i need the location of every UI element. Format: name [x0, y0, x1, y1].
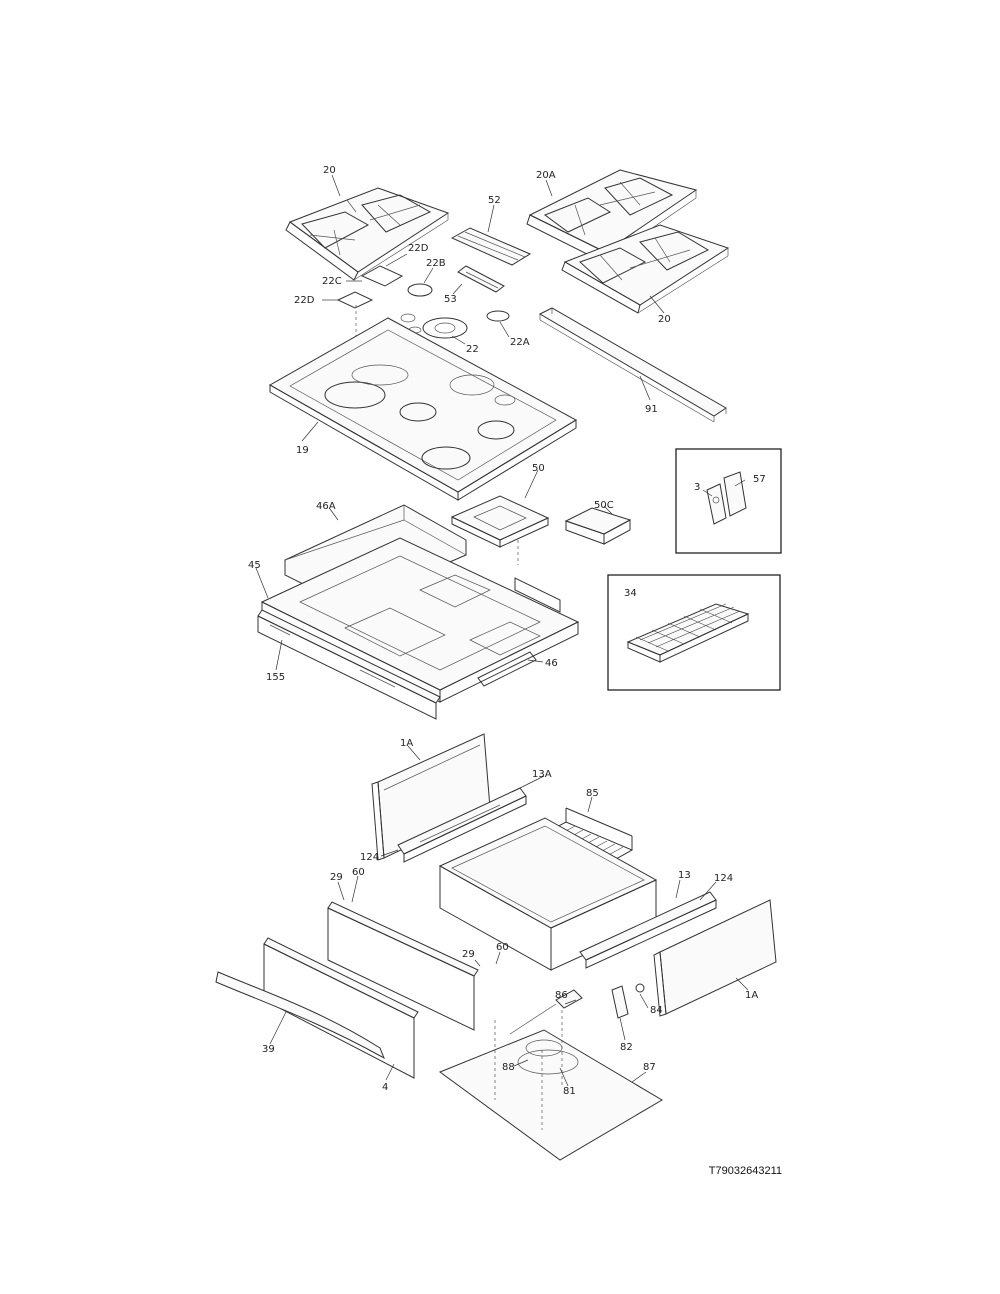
callout-4: 4 — [382, 1082, 388, 1093]
callout-86: 86 — [555, 990, 568, 1001]
callout-22a: 22A — [510, 337, 530, 348]
callout-20-left: 20 — [323, 165, 336, 176]
callout-60-left: 60 — [352, 867, 365, 878]
callout-50: 50 — [532, 463, 545, 474]
callout-53: 53 — [444, 294, 457, 305]
callout-60-mid: 60 — [496, 942, 509, 953]
callout-124-left: 124 — [360, 852, 379, 863]
handle-39 — [215, 971, 385, 1060]
grate-20-left — [285, 187, 450, 281]
panel-1a-right — [653, 899, 777, 1017]
callout-29-mid: 29 — [462, 949, 475, 960]
cap-22b — [407, 283, 433, 297]
callout-46a: 46A — [316, 501, 336, 512]
callout-85: 85 — [586, 788, 599, 799]
bottom-plate-87 — [438, 1010, 663, 1161]
bracket-86 — [509, 989, 583, 1035]
callout-22: 22 — [466, 344, 479, 355]
part-46-bracket — [477, 651, 537, 687]
part-50-burner-box — [450, 495, 550, 565]
cap-22a — [486, 310, 510, 322]
part-53-bracket — [457, 265, 505, 293]
callout-50c: 50C — [594, 500, 614, 511]
inset-box-34 — [607, 574, 781, 691]
drawer-front-4 — [263, 937, 419, 1079]
callout-20-right: 20 — [658, 314, 671, 325]
callout-1a-right: 1A — [745, 990, 758, 1001]
callout-34: 34 — [624, 588, 637, 599]
callout-52: 52 — [488, 195, 501, 206]
callout-13a: 13A — [532, 769, 552, 780]
part-52-bar — [450, 227, 532, 266]
callout-82: 82 — [620, 1042, 633, 1053]
slide-13a — [397, 787, 527, 863]
slide-13 — [579, 891, 717, 969]
callout-20a: 20A — [536, 170, 556, 181]
cooktop-19 — [268, 317, 578, 501]
reference-number: T79032643211 — [708, 1165, 782, 1177]
callout-22c: 22C — [322, 276, 342, 287]
callout-91: 91 — [645, 404, 658, 415]
callout-45: 45 — [248, 560, 261, 571]
drawer-inner-panel — [327, 901, 479, 1031]
grate-20-right — [561, 224, 730, 314]
callout-19: 19 — [296, 445, 309, 456]
callout-155: 155 — [266, 672, 285, 683]
callout-13: 13 — [678, 870, 691, 881]
part-50c-box — [564, 507, 632, 545]
callout-46: 46 — [545, 658, 558, 669]
drawer-box — [438, 817, 658, 971]
callout-124-right: 124 — [714, 873, 733, 884]
callout-57: 57 — [753, 474, 766, 485]
callout-84: 84 — [650, 1005, 663, 1016]
bracket-82 — [611, 985, 629, 1019]
inset-box-3-57 — [675, 448, 782, 554]
callout-3: 3 — [694, 482, 700, 493]
callout-22b: 22B — [426, 258, 446, 269]
ring-84 — [635, 983, 645, 993]
callout-29-left: 29 — [330, 872, 343, 883]
callout-88: 88 — [502, 1062, 515, 1073]
callout-87: 87 — [643, 1062, 656, 1073]
part-155-rail — [257, 609, 441, 720]
callout-22d-top: 22D — [408, 243, 429, 254]
callout-81: 81 — [563, 1086, 576, 1097]
callout-1a-top: 1A — [400, 738, 413, 749]
callout-39: 39 — [262, 1044, 275, 1055]
part-91-bar — [538, 307, 727, 423]
leader-lines — [255, 174, 749, 1087]
callout-22d: 22D — [294, 295, 315, 306]
